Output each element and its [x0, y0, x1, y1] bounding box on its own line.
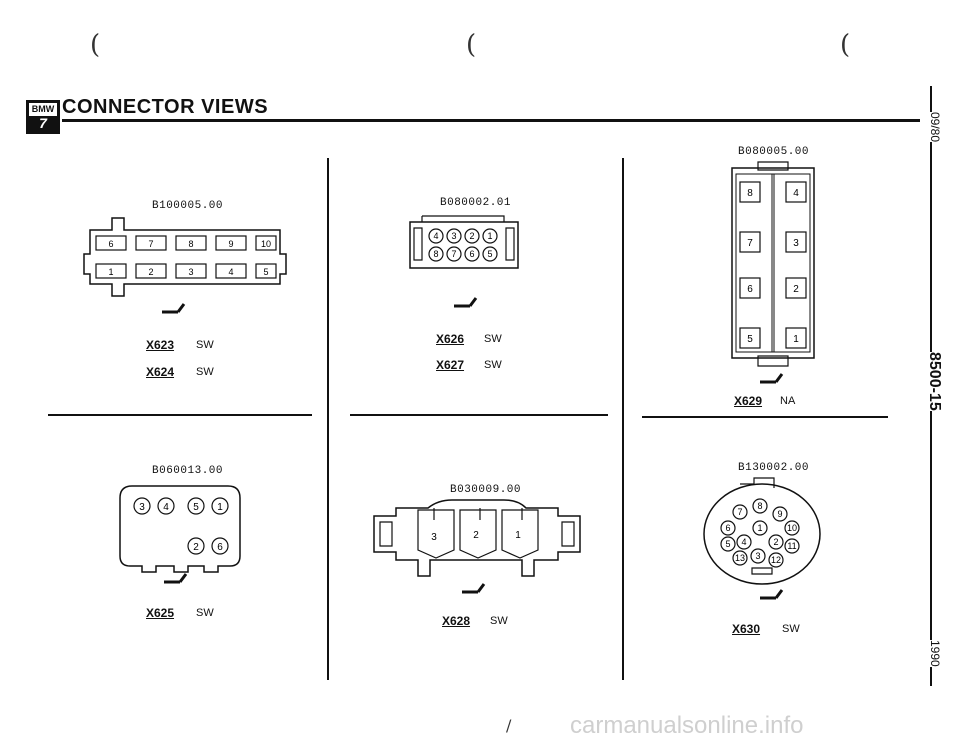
pin-label: 4: [163, 502, 169, 513]
wire-color: SW: [484, 359, 502, 371]
pin-label: 3: [755, 551, 760, 561]
page-title: CONNECTOR VIEWS: [62, 96, 269, 118]
pin-label: 3: [793, 238, 799, 249]
view-direction-arrow-icon: [164, 573, 188, 584]
connector-code: B080002.01: [440, 197, 512, 209]
hole-mark-left: (: [90, 30, 101, 60]
side-page-number: 8500-15: [922, 352, 946, 411]
connector-code: B060013.00: [152, 465, 224, 477]
column-divider-left: [327, 158, 329, 680]
pin-label: 5: [725, 539, 730, 549]
pin-label: 2: [469, 231, 474, 241]
connector-8pin-vertical-diagram: 8 7 6 5 4 3 2 1: [731, 161, 815, 367]
connector-code: B100005.00: [152, 200, 224, 212]
pin-label: 4: [741, 537, 746, 547]
connector-13pin-round-diagram: 7 8 9 6 1 10 5 4 2 11 13 3 12: [703, 477, 821, 585]
pin-label: 7: [148, 239, 153, 249]
pin-label: 10: [787, 523, 797, 533]
pin-label: 6: [217, 542, 223, 553]
pin-label: 1: [487, 231, 492, 241]
wire-color: SW: [196, 366, 214, 378]
side-date: 09/80: [926, 112, 944, 143]
pin-label: 7: [747, 238, 753, 249]
pin-label: 6: [108, 239, 113, 249]
pin-label: 5: [263, 267, 268, 277]
hole-mark-bottom: /: [506, 716, 512, 735]
pin-label: 5: [487, 249, 492, 259]
wire-color: SW: [196, 607, 214, 619]
pin-label: 6: [469, 249, 474, 259]
logo-series: 7: [29, 116, 57, 131]
row-divider-3: [642, 416, 888, 418]
wire-color: SW: [484, 333, 502, 345]
connector-id: X626: [436, 332, 465, 346]
bmw-7-logo: BMW 7: [26, 100, 60, 134]
row-divider-2: [350, 414, 608, 416]
pin-label: 7: [451, 249, 456, 259]
hole-mark-right: (: [840, 30, 851, 60]
connector-3pin-diagram: 3 2 1: [373, 499, 581, 577]
view-direction-arrow-icon: [462, 583, 486, 594]
connector-id: X629: [734, 394, 763, 408]
wire-color: SW: [782, 623, 800, 635]
connector-6pin-diagram: 3 4 5 1 2 6: [119, 485, 241, 573]
view-direction-arrow-icon: [454, 297, 478, 308]
pin-label: 1: [217, 502, 223, 513]
hole-mark-center: (: [466, 30, 477, 60]
connector-code: B080005.00: [738, 146, 810, 158]
pin-label: 2: [473, 530, 479, 541]
pin-label: 4: [433, 231, 438, 241]
wire-color: NA: [780, 395, 796, 407]
pin-label: 9: [228, 239, 233, 249]
pin-label: 1: [108, 267, 113, 277]
pin-label: 1: [515, 530, 521, 541]
pin-label: 4: [228, 267, 233, 277]
view-direction-arrow-icon: [760, 589, 784, 600]
wire-color: SW: [490, 615, 508, 627]
wire-color: SW: [196, 339, 214, 351]
connector-id: X630: [732, 622, 761, 636]
view-direction-arrow-icon: [162, 303, 186, 314]
connector-id: X623: [146, 338, 175, 352]
connector-id: X628: [442, 614, 471, 628]
column-divider-right: [622, 158, 624, 680]
pin-label: 8: [757, 501, 762, 511]
pin-label: 11: [787, 541, 796, 551]
pin-label: 3: [431, 532, 437, 543]
header-rule: [62, 119, 920, 122]
pin-label: 4: [793, 188, 799, 199]
connector-code: B130002.00: [738, 462, 810, 474]
pin-label: 2: [793, 284, 799, 295]
pin-label: 2: [148, 267, 153, 277]
pin-label: 8: [747, 188, 753, 199]
connector-id: X627: [436, 358, 465, 372]
row-divider-1: [48, 414, 312, 416]
pin-label: 3: [451, 231, 456, 241]
pin-label: 2: [193, 542, 199, 553]
pin-label: 6: [747, 284, 753, 295]
view-direction-arrow-icon: [760, 373, 784, 384]
connector-8pin-diagram: 4 3 2 1 8 7 6 5: [409, 215, 519, 269]
pin-label: 3: [139, 502, 145, 513]
pin-label: 12: [771, 555, 781, 565]
watermark: carmanualsonline.info: [570, 712, 804, 739]
pin-label: 1: [793, 334, 799, 345]
connector-10pin-diagram: 6 7 8 9 10 1 2 3 4 5: [83, 217, 287, 297]
connector-id: X624: [146, 365, 175, 379]
connector-code: B030009.00: [450, 484, 522, 496]
pin-label: 5: [193, 502, 199, 513]
pin-label: 2: [773, 537, 778, 547]
side-year: 1990: [926, 640, 944, 667]
pin-label: 5: [747, 334, 753, 345]
pin-label: 6: [725, 523, 730, 533]
pin-label: 10: [261, 239, 271, 249]
pin-label: 7: [737, 507, 742, 517]
pin-label: 8: [433, 249, 438, 259]
pin-label: 3: [188, 267, 193, 277]
pin-label: 8: [188, 239, 193, 249]
connector-id: X625: [146, 606, 175, 620]
pin-label: 9: [777, 509, 782, 519]
pin-label: 1: [757, 523, 762, 533]
pin-label: 13: [735, 553, 745, 563]
